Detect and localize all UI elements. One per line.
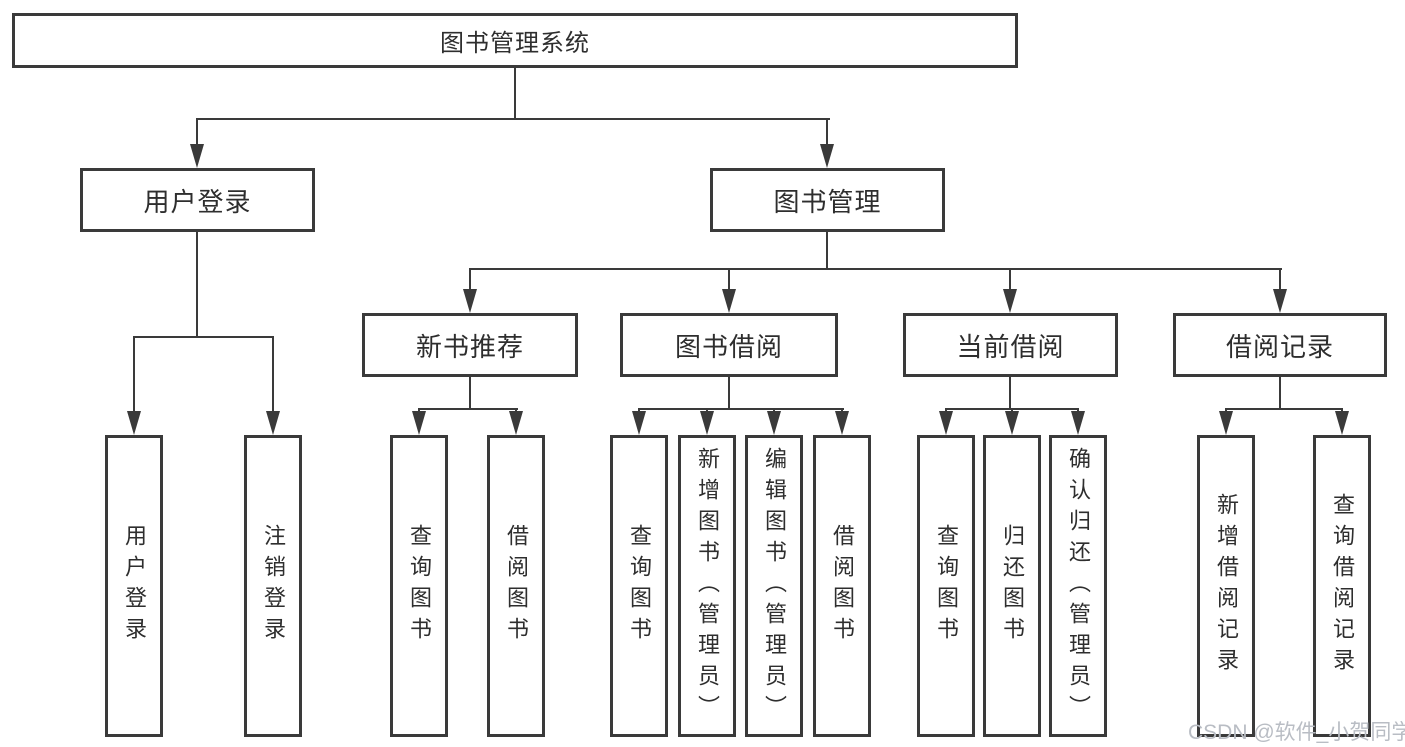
- arrow-down-icon: [190, 144, 204, 168]
- connector-line: [196, 232, 198, 336]
- arrow-down-icon: [700, 411, 714, 435]
- arrow-down-icon: [722, 289, 736, 313]
- node-borrowing-records: 借阅记录: [1173, 313, 1387, 377]
- arrow-down-icon: [939, 411, 953, 435]
- arrow-down-icon: [463, 289, 477, 313]
- connector-line: [418, 408, 518, 410]
- connector-line: [196, 118, 830, 120]
- arrow-down-icon: [1003, 289, 1017, 313]
- connector-line: [272, 336, 274, 414]
- connector-line: [196, 118, 198, 148]
- node-current-borrowing: 当前借阅: [903, 313, 1118, 377]
- leaf-return-books: 归还图书: [983, 435, 1041, 737]
- arrow-down-icon: [1335, 411, 1349, 435]
- leaf-query-books-borrowing: 查询图书: [610, 435, 668, 737]
- arrow-down-icon: [1071, 411, 1085, 435]
- connector-line: [638, 408, 844, 410]
- leaf-query-books-recommend: 查询图书: [390, 435, 448, 737]
- connector-line: [514, 68, 516, 119]
- arrow-down-icon: [820, 144, 834, 168]
- arrow-down-icon: [1273, 289, 1287, 313]
- leaf-borrow-books-borrowing: 借阅图书: [813, 435, 871, 737]
- connector-line: [133, 336, 135, 414]
- connector-line: [1009, 377, 1011, 409]
- arrow-down-icon: [1219, 411, 1233, 435]
- arrow-down-icon: [127, 411, 141, 435]
- leaf-user-login: 用户登录: [105, 435, 163, 737]
- connector-line: [1009, 268, 1011, 293]
- arrow-down-icon: [1005, 411, 1019, 435]
- connector-line: [1279, 377, 1281, 409]
- arrow-down-icon: [835, 411, 849, 435]
- connector-line: [1279, 268, 1281, 293]
- leaf-query-borrow-record: 查询借阅记录: [1313, 435, 1371, 737]
- leaf-add-borrow-record: 新增借阅记录: [1197, 435, 1255, 737]
- arrow-down-icon: [412, 411, 426, 435]
- leaf-confirm-return-admin: 确认归还（管理员）: [1049, 435, 1107, 737]
- leaf-borrow-books-recommend: 借阅图书: [487, 435, 545, 737]
- arrow-down-icon: [509, 411, 523, 435]
- leaf-query-books-current: 查询图书: [917, 435, 975, 737]
- connector-line: [728, 377, 730, 409]
- arrow-down-icon: [266, 411, 280, 435]
- arrow-down-icon: [632, 411, 646, 435]
- leaf-add-book-admin: 新增图书（管理员）: [678, 435, 736, 737]
- connector-line: [826, 232, 828, 268]
- node-book-management-group: 图书管理: [710, 168, 945, 232]
- connector-line: [469, 377, 471, 409]
- connector-line: [1225, 408, 1343, 410]
- arrow-down-icon: [767, 411, 781, 435]
- connector-line: [826, 118, 828, 148]
- leaf-logout: 注销登录: [244, 435, 302, 737]
- connector-line: [133, 336, 274, 338]
- connector-line: [469, 268, 1282, 270]
- connector-line: [728, 268, 730, 293]
- node-user-login-group: 用户登录: [80, 168, 315, 232]
- node-book-borrowing: 图书借阅: [620, 313, 838, 377]
- connector-line: [469, 268, 471, 293]
- node-new-book-recommendation: 新书推荐: [362, 313, 578, 377]
- node-book-management-system: 图书管理系统: [12, 13, 1018, 68]
- csdn-watermark: CSDN @软件_小贺同学: [1188, 721, 1405, 744]
- leaf-edit-book-admin: 编辑图书（管理员）: [745, 435, 803, 737]
